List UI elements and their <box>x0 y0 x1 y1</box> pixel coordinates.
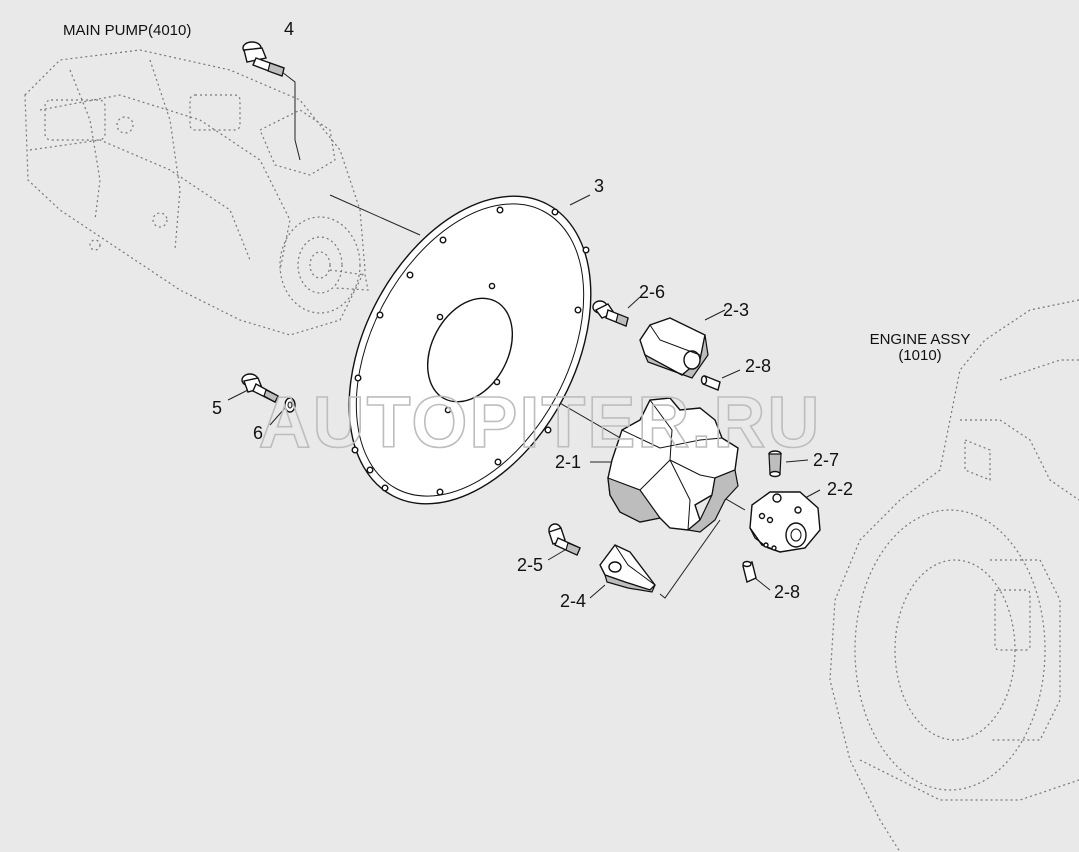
coupling-element-part-2-1 <box>607 397 739 533</box>
callout-6: 6 <box>253 423 263 443</box>
callout-2-8-upper: 2-8 <box>745 356 771 376</box>
callout-2-3: 2-3 <box>723 300 749 320</box>
main-pump-caption: MAIN PUMP(4010) <box>63 22 191 39</box>
flange-plate-part-3 <box>348 195 592 505</box>
engine-assy-code: (1010) <box>898 347 941 364</box>
callout-2-6: 2-6 <box>639 282 665 302</box>
callout-4: 4 <box>284 19 294 39</box>
clamp-block-part-2-3 <box>639 317 709 379</box>
set-screw-part-2-7 <box>768 450 782 478</box>
callout-2-8-lower: 2-8 <box>774 582 800 602</box>
callout-2-7: 2-7 <box>813 450 839 470</box>
callout-3: 3 <box>594 176 604 196</box>
bolt-part-5 <box>241 373 279 403</box>
callout-2-4: 2-4 <box>560 591 586 611</box>
wedge-block-part-2-4 <box>599 544 656 593</box>
callout-2-1: 2-1 <box>555 452 581 472</box>
hub-part-2-2 <box>749 491 821 553</box>
pin-part-2-8-lower <box>742 560 757 583</box>
callout-2-2: 2-2 <box>827 479 853 499</box>
washer-part-6 <box>284 397 296 413</box>
callout-5: 5 <box>212 398 222 418</box>
bolt-part-4 <box>242 41 285 77</box>
pin-part-2-8-upper <box>700 375 721 391</box>
callout-2-5: 2-5 <box>517 555 543 575</box>
watermark-text: AUTOPITER.RU <box>259 383 822 463</box>
main-pump-ghost <box>24 49 369 336</box>
bolt-part-2-6 <box>592 300 629 327</box>
engine-assy-caption: ENGINE ASSY <box>870 331 971 348</box>
engine-assy-ghost <box>829 299 1079 852</box>
bolt-part-2-5 <box>548 523 581 556</box>
